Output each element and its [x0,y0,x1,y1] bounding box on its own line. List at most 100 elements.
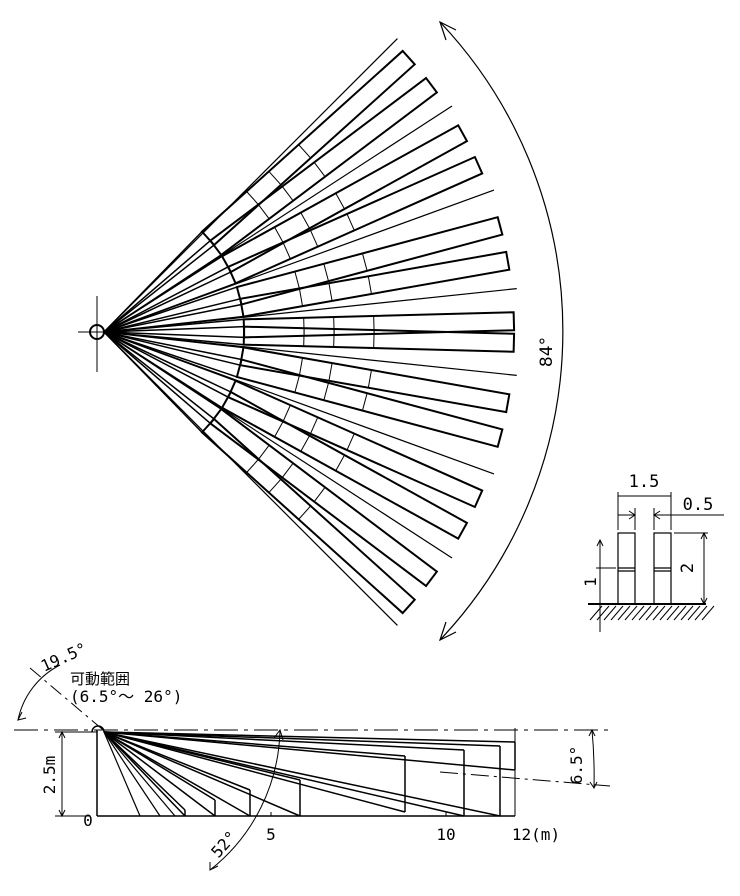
zone-far [226,379,484,509]
tick-12m: 12(m) [512,825,560,844]
zone-far [220,390,469,541]
beam-ray [103,731,516,771]
zone-ray-long [103,331,517,376]
zone-ray [103,303,242,333]
zone-far [200,417,417,615]
hatch-line [610,605,624,621]
zone-far [226,155,484,285]
zone-ray [103,331,229,398]
gap-label: 0.5 [683,495,714,515]
zone-far [208,407,439,588]
target-detail [588,492,724,632]
zone-marker [367,276,372,295]
beam-ray [103,731,301,817]
beam-ray [103,731,251,817]
zone-marker [313,487,326,502]
zone-marker [309,417,319,434]
zone-ray [103,331,245,339]
beam-ray-near [103,731,141,817]
zone-marker [323,382,329,401]
zone-ray [103,331,211,425]
side-beams [103,731,516,817]
zone-marker [313,162,326,177]
zone-far [220,123,469,274]
angle-arc [439,21,564,641]
zone-ray [103,298,241,333]
zone-marker [268,171,282,186]
hatch-line [631,605,645,621]
adjust-title: 可動範囲 [70,670,130,688]
hatch-line [624,605,638,621]
beam-ray [103,731,465,751]
tilt-line [29,667,116,741]
zone-far [242,311,516,339]
zone-ray [103,331,242,361]
zone-ray-long [103,331,398,626]
hatch-line [687,605,701,621]
hatch-line [694,605,708,621]
zone-ray-long [103,331,495,475]
zone-far [200,49,417,247]
beam-ray [103,731,406,757]
zone-marker [282,404,291,422]
hatch-line [645,605,659,621]
beam-ray-near [103,731,161,817]
hatch-line [603,605,617,621]
beam-ray-near [103,731,176,817]
ground-hatch [589,604,715,632]
zone-marker [274,420,284,438]
tick-10: 10 [436,825,455,844]
tick-0: 0 [83,811,93,830]
zone-marker [282,242,291,260]
zone-marker [257,204,270,220]
beam-ray [103,731,216,801]
zone-marker [281,186,294,202]
hatch-line [666,605,680,621]
zone-ray [103,325,245,333]
hatch-line [680,605,694,621]
beam-ray [103,731,501,817]
zone-marker [294,271,300,290]
zone-far [239,250,511,318]
zone-ray [103,239,211,333]
zone-marker [274,226,284,244]
height-label: 2.5m [40,756,59,795]
beam-ray [103,731,216,817]
zone-ray [103,331,232,393]
zone-marker [300,435,310,452]
zone-marker [335,192,345,210]
zone-ray-long [103,189,495,333]
beam-ray [103,731,516,743]
zone-marker [361,393,368,411]
zone-marker [298,357,304,376]
zone-ray-long [103,331,453,559]
zone-marker [346,433,355,451]
zone-ray-long [103,38,398,333]
hatch-line [659,605,673,621]
arc-19-5 [17,664,61,721]
zone-marker [323,263,329,282]
beam-ray [103,731,301,781]
zone-marker [300,212,310,229]
zone-marker [346,213,355,231]
zone-marker [281,462,294,478]
zone-marker [298,288,304,307]
adjust-range: (6.5°～ 26°) [70,687,182,706]
top-view [78,20,564,642]
angle-label-52: 52° [207,827,240,861]
hatch-line [617,605,631,621]
zone-marker [257,444,270,460]
zone-marker [361,253,368,271]
hatch-line [596,605,610,621]
zone-marker [294,374,300,393]
zone-far [242,325,516,353]
arc-arrow-top [438,20,457,41]
zone-marker [309,230,319,247]
zone-far [239,346,511,414]
hatch-line [673,605,687,621]
zone-marker [246,458,260,473]
zone-ray [103,266,229,333]
angle-6-5-line [439,771,611,787]
zone-far [235,215,504,306]
